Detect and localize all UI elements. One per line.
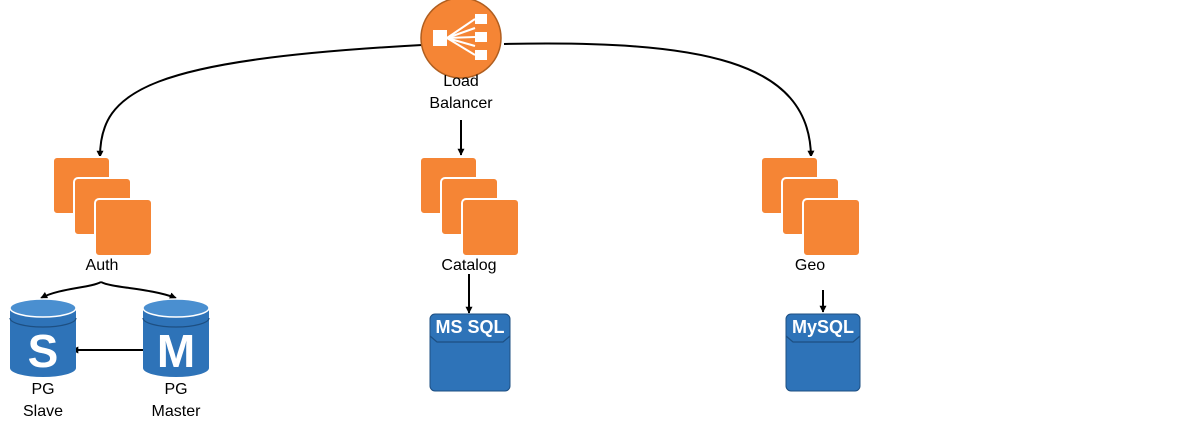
database-block-icon — [785, 313, 861, 392]
connector-auth-to-pg-master — [100, 281, 177, 300]
mysql-label: MySQL — [792, 317, 854, 337]
catalog-service-node[interactable]: Catalog — [419, 156, 520, 274]
catalog-label: Catalog — [441, 257, 496, 274]
auth-label: Auth — [86, 257, 119, 274]
connector-lb-to-geo — [503, 42, 815, 158]
auth-service-node[interactable]: Auth — [52, 156, 153, 274]
server-stack-icon — [760, 156, 861, 257]
database-cylinder-icon — [9, 298, 77, 377]
pg-slave-label-line1: PG — [31, 381, 54, 398]
load-balancer-label-line1: Load — [443, 73, 479, 90]
ms-sql-node[interactable]: MS SQL — [429, 313, 511, 392]
connector-auth-to-pg-slave — [40, 281, 102, 299]
server-stack-icon — [52, 156, 153, 257]
pg-slave-node[interactable]: S PG Slave — [9, 298, 77, 420]
server-stack-icon — [419, 156, 520, 257]
ms-sql-label: MS SQL — [435, 317, 504, 337]
pg-master-letter: M — [157, 325, 195, 377]
pg-slave-letter: S — [28, 325, 59, 377]
database-cylinder-icon — [142, 298, 210, 377]
database-block-icon — [429, 313, 511, 392]
connector-lb-to-auth — [96, 44, 423, 158]
load-balancer-label-line2: Balancer — [429, 95, 493, 112]
load-balancer-icon — [420, 0, 502, 79]
load-balancer-node[interactable]: Load Balancer — [420, 0, 502, 112]
mysql-node[interactable]: MySQL — [785, 313, 861, 392]
geo-service-node[interactable]: Geo — [760, 156, 861, 274]
pg-master-label-line2: Master — [152, 403, 202, 420]
pg-master-node[interactable]: M PG Master — [142, 298, 210, 420]
pg-master-label-line1: PG — [164, 381, 187, 398]
pg-slave-label-line2: Slave — [23, 403, 63, 420]
geo-label: Geo — [795, 257, 825, 274]
